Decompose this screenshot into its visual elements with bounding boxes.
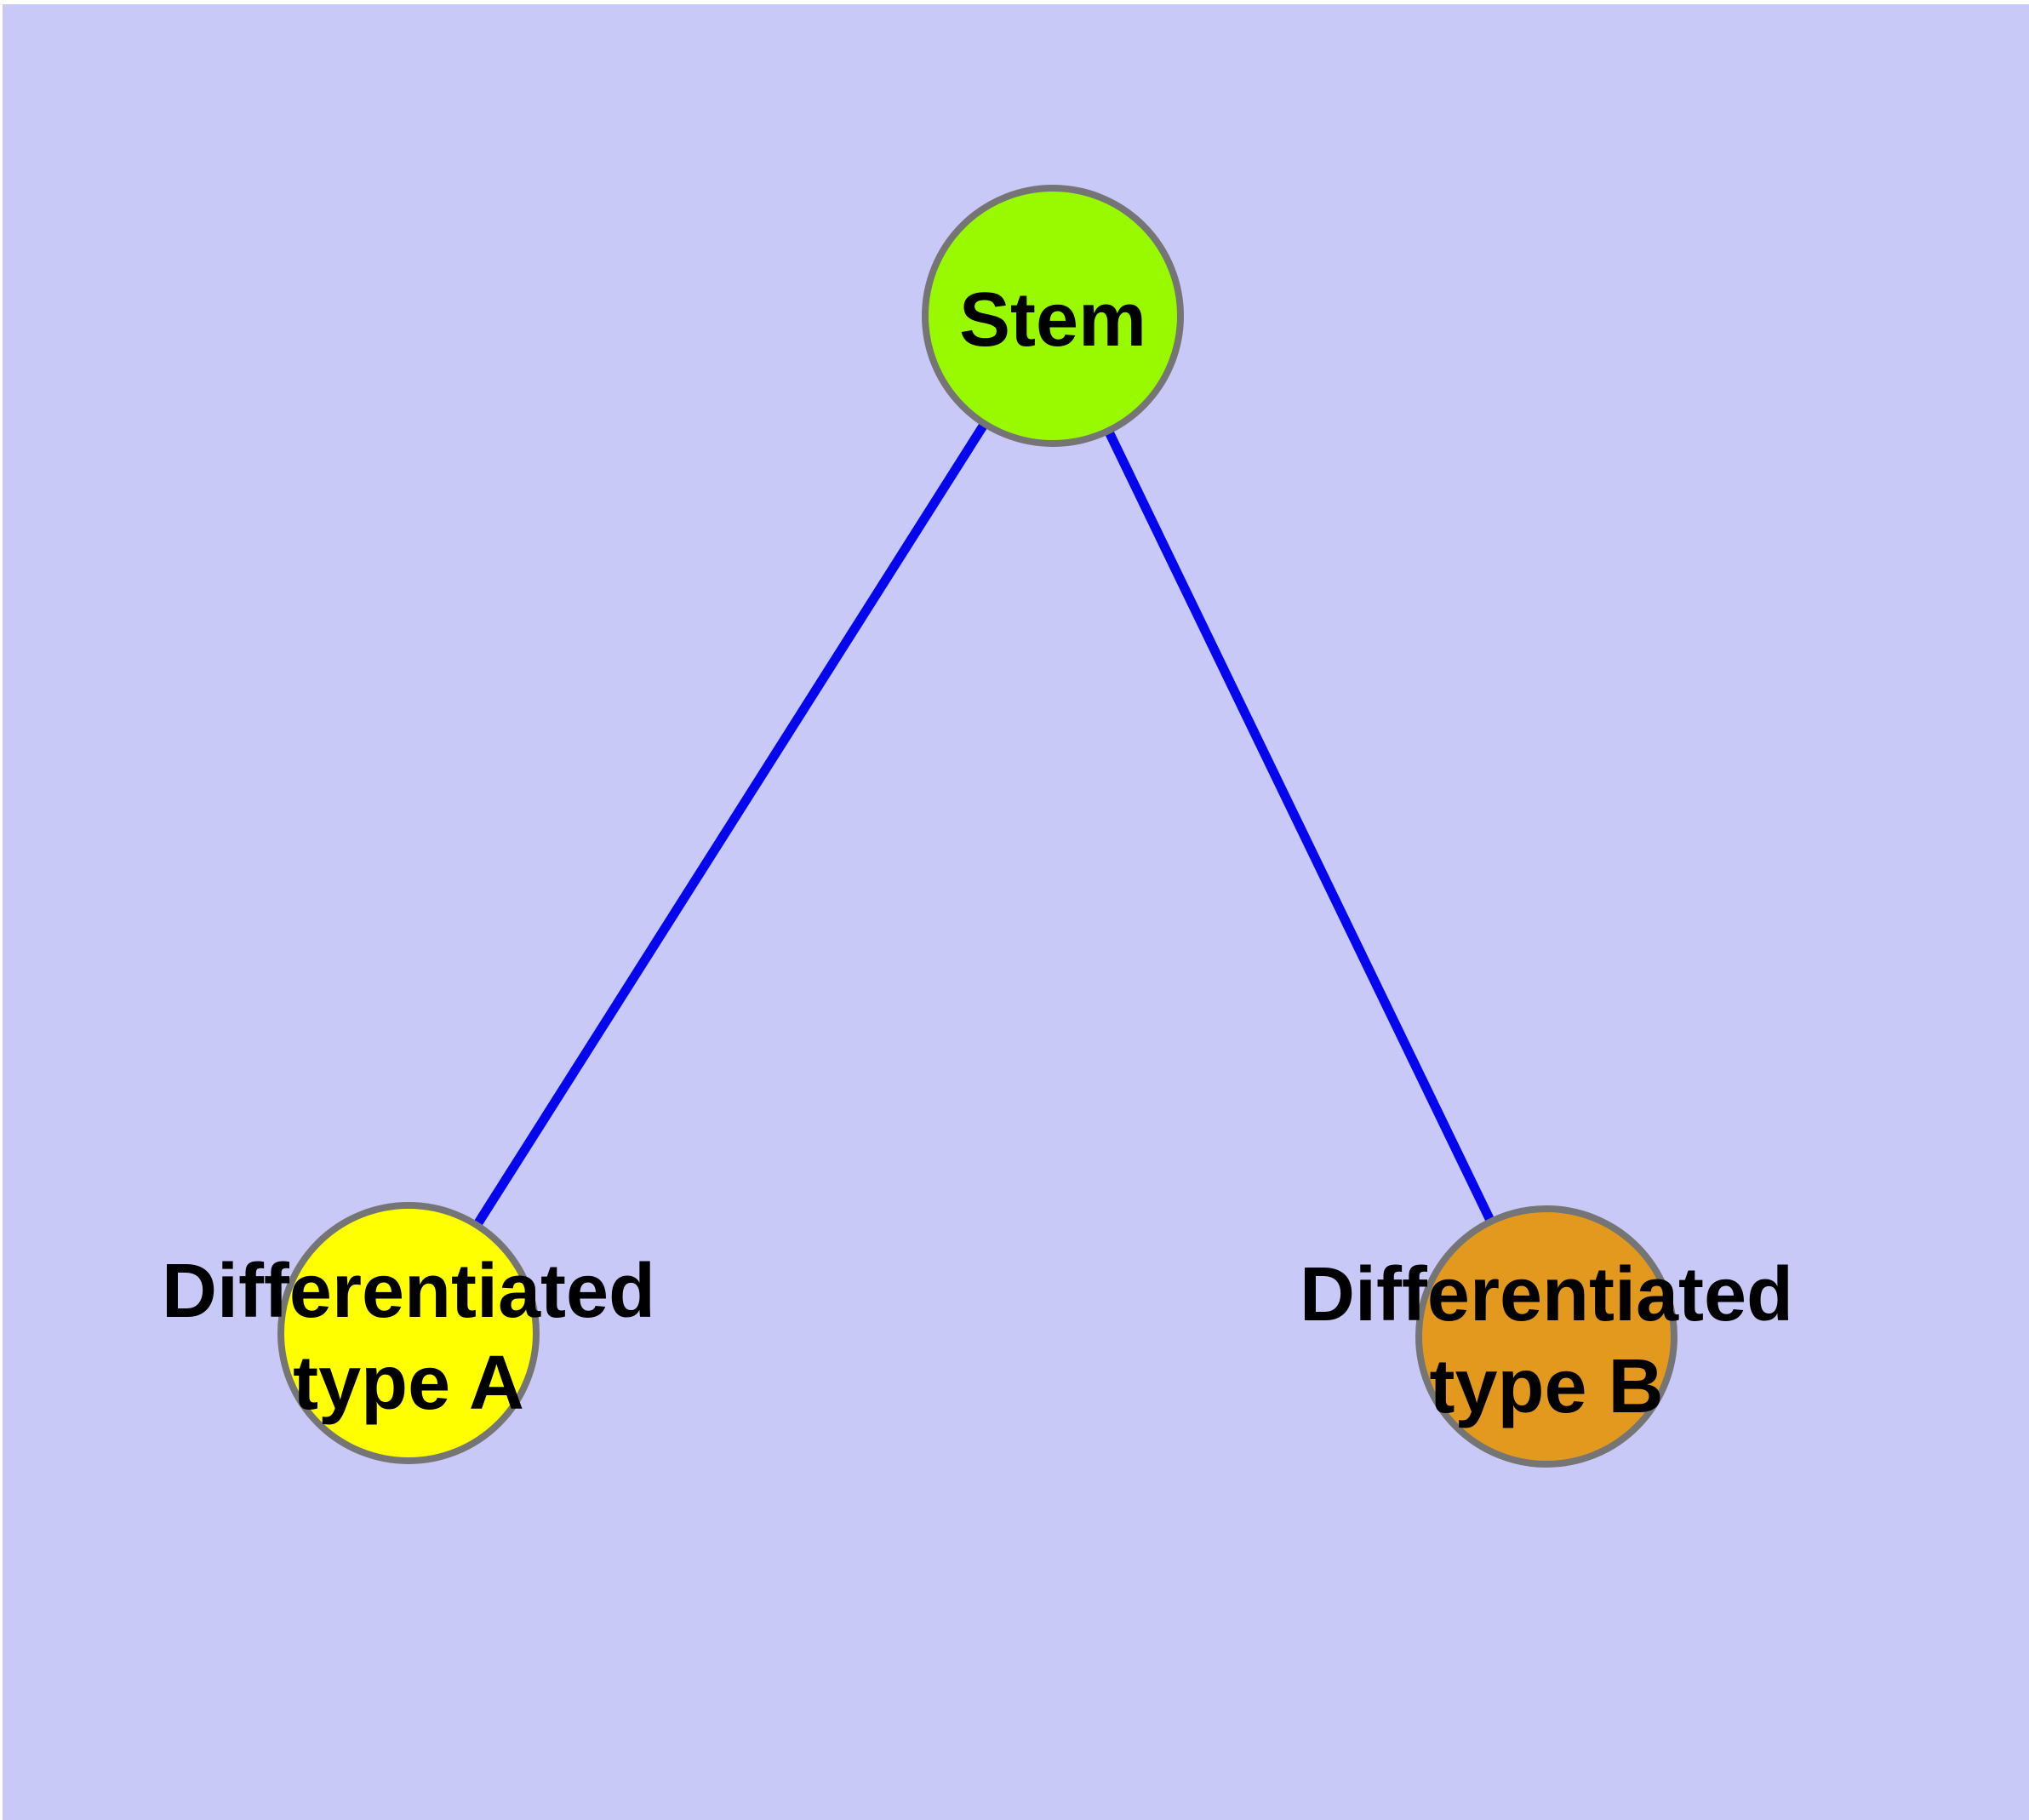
label-type-a-line2: type A: [293, 1341, 524, 1426]
node-type-b: [1415, 1205, 1677, 1468]
graph-svg: Stem Differentiated type A Differentiate…: [3, 4, 2029, 1820]
node-type-a: [277, 1202, 540, 1464]
label-stem: Stem: [959, 278, 1146, 363]
edge-stem-to-type-b: [1049, 313, 1551, 1339]
edge-stem-to-type-a: [404, 313, 1057, 1336]
diagram-canvas: Stem Differentiated type A Differentiate…: [3, 4, 2029, 1820]
label-type-b-line2: type B: [1429, 1344, 1663, 1429]
node-stem: [922, 185, 1184, 447]
label-type-b-line1: Differentiated: [1300, 1252, 1793, 1337]
label-type-a-line1: Differentiated: [162, 1249, 655, 1334]
